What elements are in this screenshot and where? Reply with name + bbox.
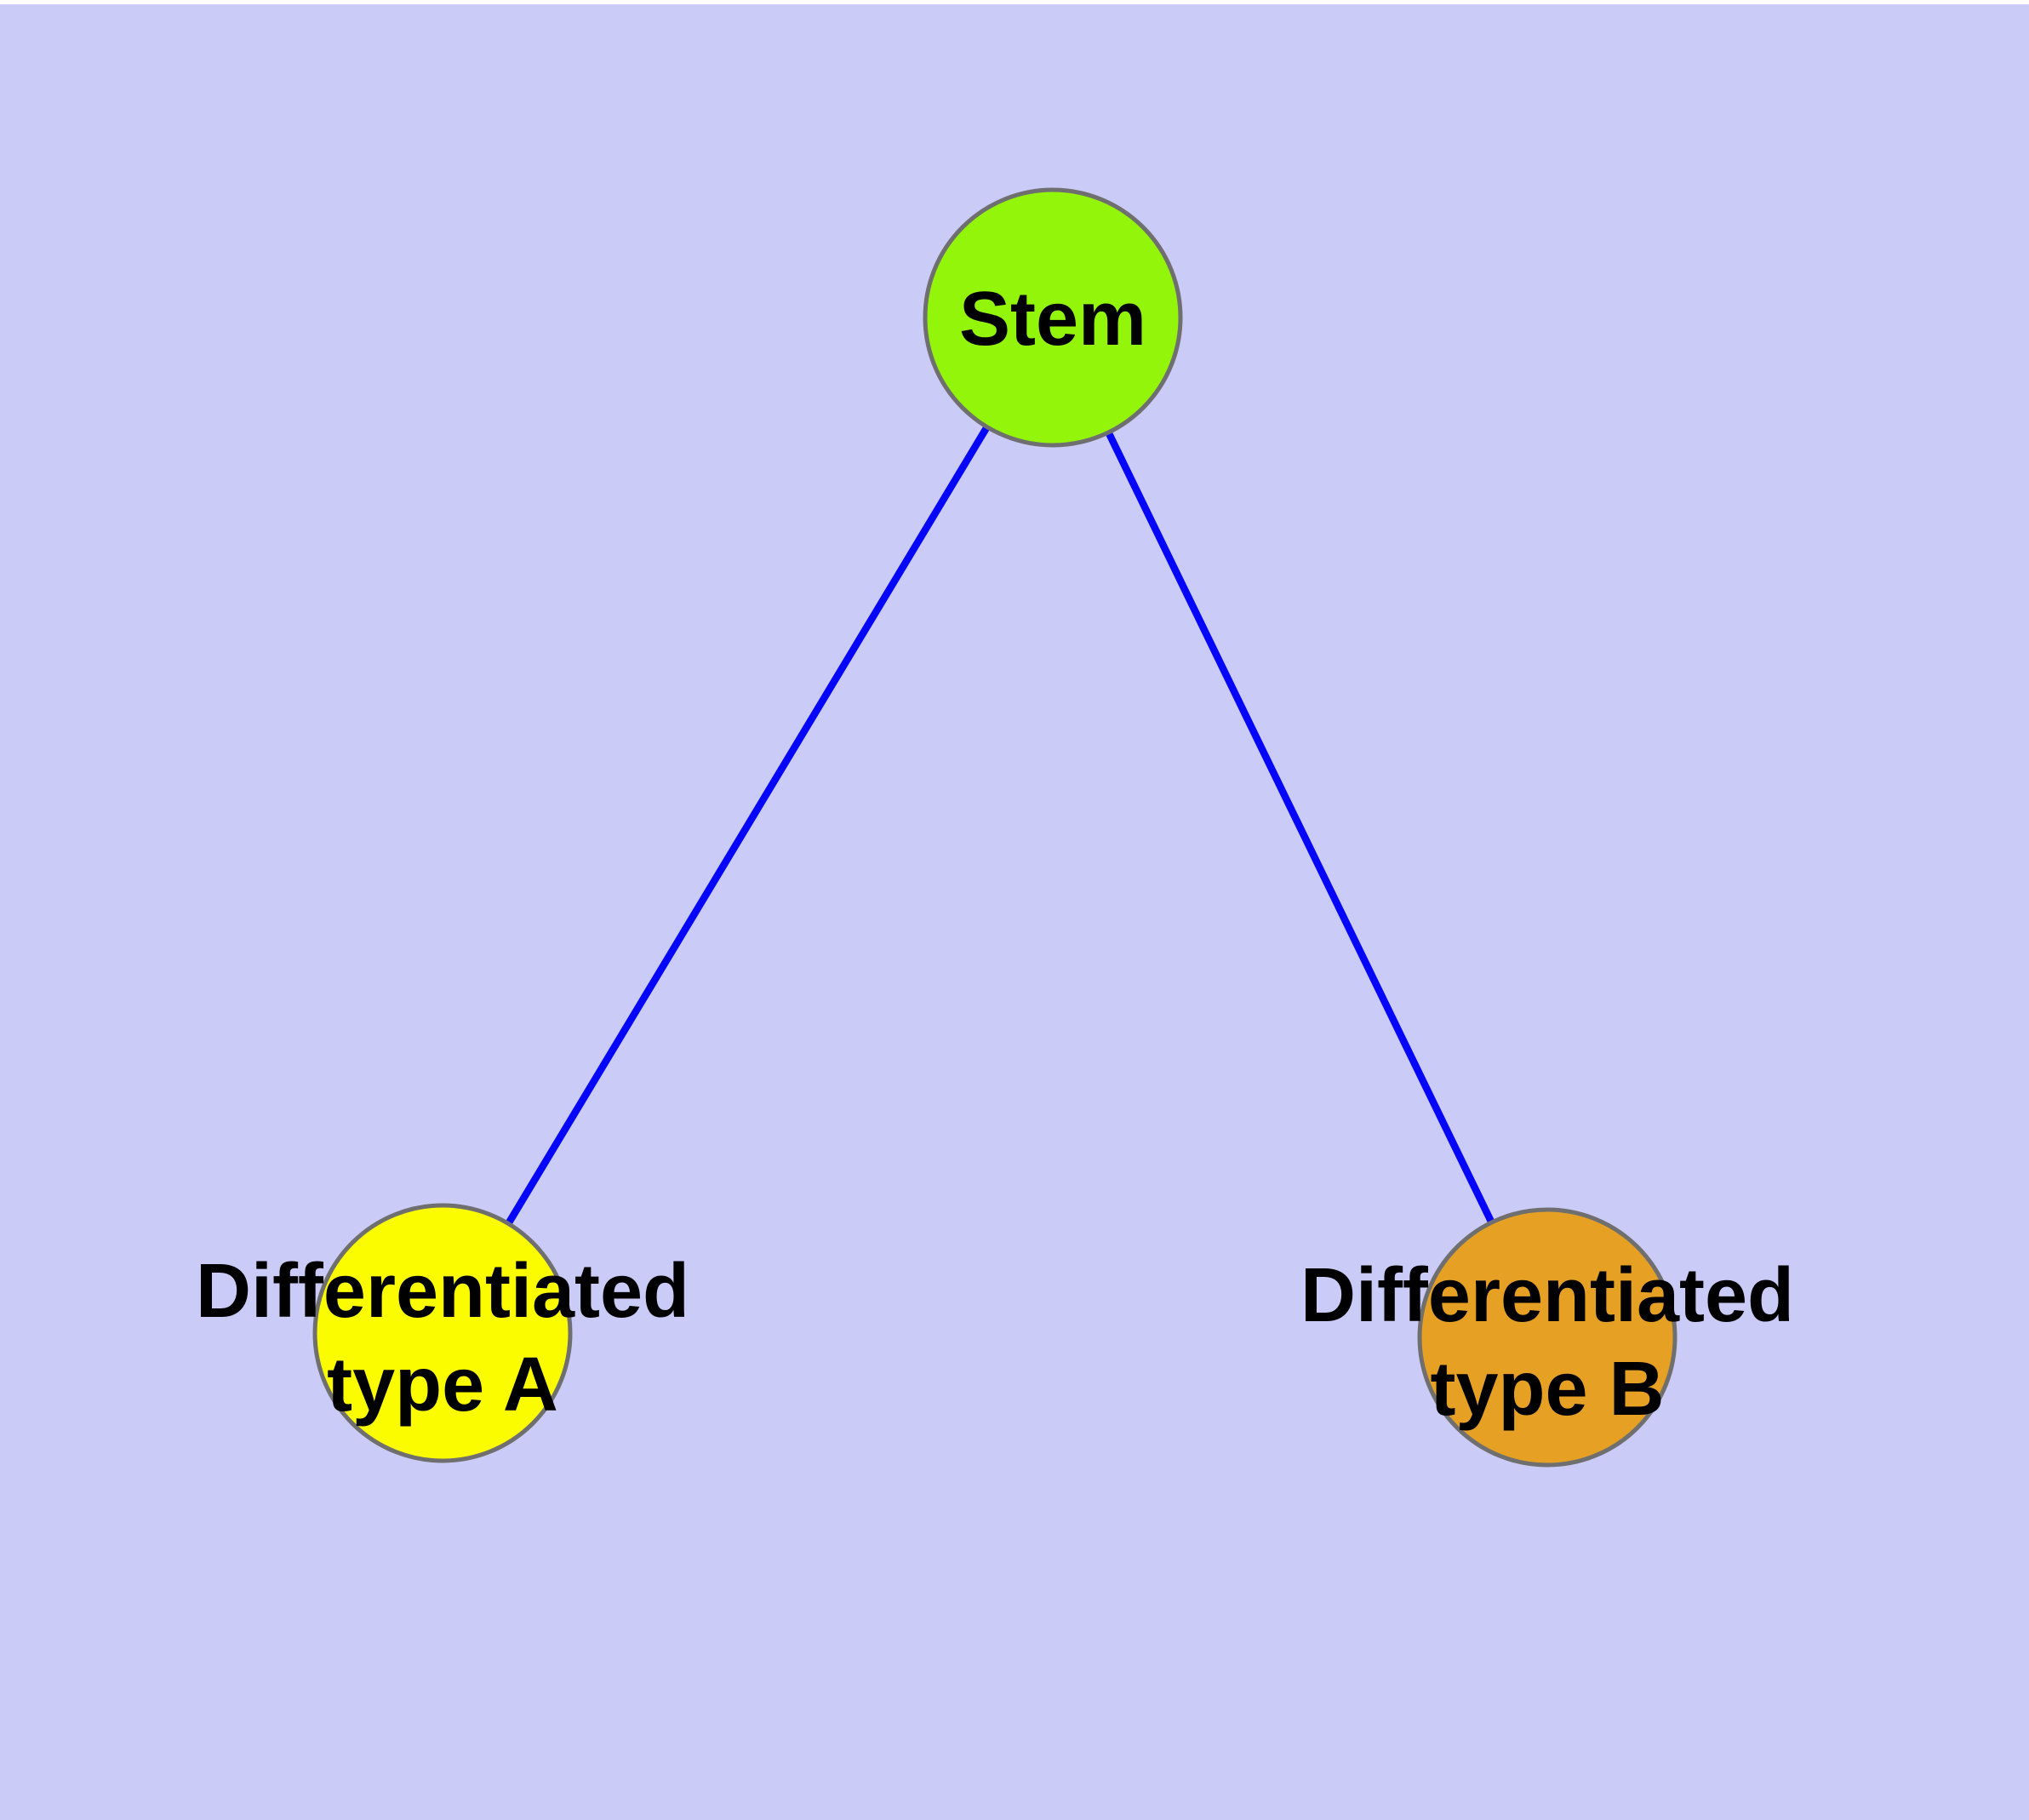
node-differentiated-type-a-label-line1: Differentiated [196, 1249, 689, 1334]
node-differentiated-type-a-circle [312, 1203, 573, 1463]
edge-stem-to-type-a [439, 315, 1056, 1336]
edge-stem-to-type-b [1049, 316, 1551, 1339]
top-margin-strip [0, 0, 2029, 4]
node-differentiated-type-b-circle [1417, 1207, 1677, 1468]
node-differentiated-type-a: Differentiated type A [196, 1203, 689, 1463]
node-differentiated-type-b: Differentiated type B [1300, 1207, 1794, 1468]
node-differentiated-type-b-label-line2: type B [1430, 1347, 1664, 1432]
node-differentiated-type-a-label-line2: type A [327, 1342, 558, 1428]
node-stem-circle [923, 187, 1183, 448]
node-differentiated-type-b-label-line1: Differentiated [1300, 1253, 1794, 1338]
node-stem-label: Stem [959, 277, 1146, 362]
node-stem: Stem [923, 187, 1183, 448]
